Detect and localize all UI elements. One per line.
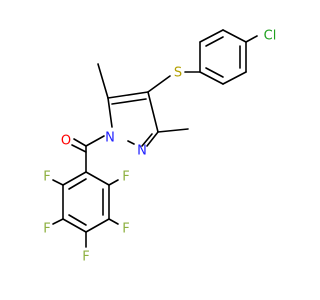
bond bbox=[85, 218, 110, 233]
atom-fluorine-right-mid: F bbox=[122, 222, 129, 237]
bond-inner bbox=[68, 214, 87, 226]
bond bbox=[199, 29, 224, 43]
bond-inner bbox=[68, 178, 87, 190]
bond bbox=[97, 63, 109, 99]
bond-inner bbox=[111, 98, 147, 105]
atom-chlorine: Cl bbox=[264, 29, 277, 44]
atom-oxygen: O bbox=[61, 134, 71, 149]
bonds bbox=[52, 29, 258, 248]
bond bbox=[108, 179, 119, 186]
bond bbox=[147, 91, 159, 133]
bond-inner bbox=[141, 133, 153, 147]
atom-nitrogen-1: N bbox=[105, 131, 115, 146]
bond bbox=[127, 140, 135, 145]
bond bbox=[222, 71, 247, 85]
molecule-structure: Cl S N N O F F F F F bbox=[43, 29, 276, 265]
bond bbox=[157, 128, 189, 133]
atom-sulfur: S bbox=[174, 66, 182, 81]
bond bbox=[245, 35, 258, 43]
bond bbox=[199, 71, 224, 85]
bond bbox=[107, 97, 113, 128]
bond bbox=[85, 171, 110, 186]
bond bbox=[85, 135, 105, 147]
bond bbox=[73, 138, 87, 147]
bond-inner bbox=[205, 67, 224, 78]
bond bbox=[62, 171, 87, 186]
bond bbox=[52, 218, 64, 225]
bond-inner bbox=[205, 36, 224, 47]
atom-fluorine-right-upper: F bbox=[122, 170, 129, 185]
bond bbox=[107, 91, 149, 99]
bond bbox=[222, 29, 247, 43]
bond bbox=[146, 131, 159, 147]
atom-fluorine-bottom: F bbox=[82, 250, 89, 265]
atom-fluorine-left-upper: F bbox=[43, 170, 50, 185]
atom-nitrogen-2: N bbox=[137, 144, 147, 159]
molecule-canvas: Cl S N N O F F F F F bbox=[43, 29, 276, 265]
bond bbox=[62, 218, 87, 233]
bond bbox=[52, 179, 64, 186]
bond bbox=[71, 144, 87, 153]
bond bbox=[108, 218, 119, 225]
atom-labels: Cl S N N O F F F F F bbox=[43, 29, 276, 265]
atom-fluorine-left-mid: F bbox=[43, 222, 50, 237]
bond bbox=[147, 75, 171, 93]
